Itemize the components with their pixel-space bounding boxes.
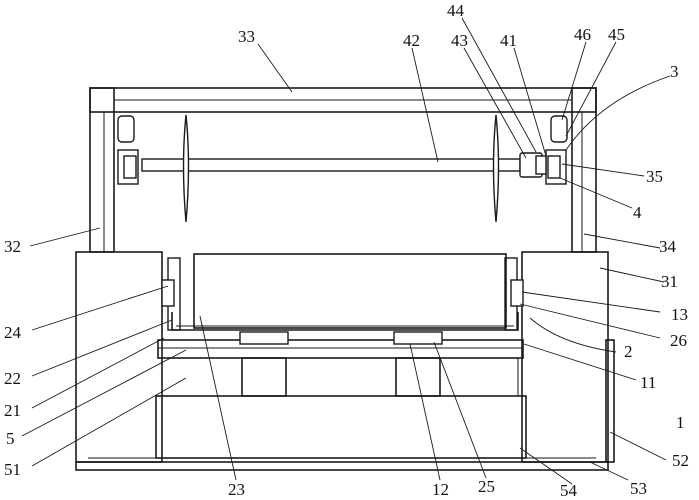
label-43: 43 <box>451 31 468 50</box>
label-54: 54 <box>560 481 578 500</box>
label-11: 11 <box>640 373 656 392</box>
label-3: 3 <box>670 62 679 81</box>
label-31: 31 <box>661 272 678 291</box>
label-26: 26 <box>670 331 687 350</box>
label-12: 12 <box>432 480 449 499</box>
leader-lines <box>21 17 671 485</box>
lower-block <box>155 395 527 459</box>
label-1: 1 <box>676 413 685 432</box>
label-46: 46 <box>574 25 591 44</box>
label-21: 21 <box>4 401 21 420</box>
label-41: 41 <box>500 31 517 50</box>
label-34: 34 <box>659 237 677 256</box>
label-24: 24 <box>4 323 22 342</box>
label-2: 2 <box>624 342 633 361</box>
label-33: 33 <box>238 27 255 46</box>
workpiece-and-tray <box>171 253 519 331</box>
label-45: 45 <box>608 25 625 44</box>
label-25: 25 <box>478 477 495 496</box>
label-13: 13 <box>671 305 688 324</box>
label-22: 22 <box>4 369 21 388</box>
columns <box>161 357 519 397</box>
label-35: 35 <box>646 167 663 186</box>
clamps <box>161 257 524 331</box>
label-23: 23 <box>228 480 245 499</box>
support-plate <box>157 331 524 359</box>
label-32: 32 <box>4 237 21 256</box>
label-5: 5 <box>6 429 15 448</box>
label-53: 53 <box>630 479 647 498</box>
label-42: 42 <box>403 31 420 50</box>
label-4: 4 <box>633 203 642 222</box>
label-44: 44 <box>447 1 465 20</box>
reference-labels: 33 42 44 43 41 46 45 3 35 4 32 34 31 24 … <box>4 1 689 500</box>
label-51: 51 <box>4 460 21 479</box>
shaft-assembly <box>117 114 568 223</box>
label-52: 52 <box>672 451 689 470</box>
